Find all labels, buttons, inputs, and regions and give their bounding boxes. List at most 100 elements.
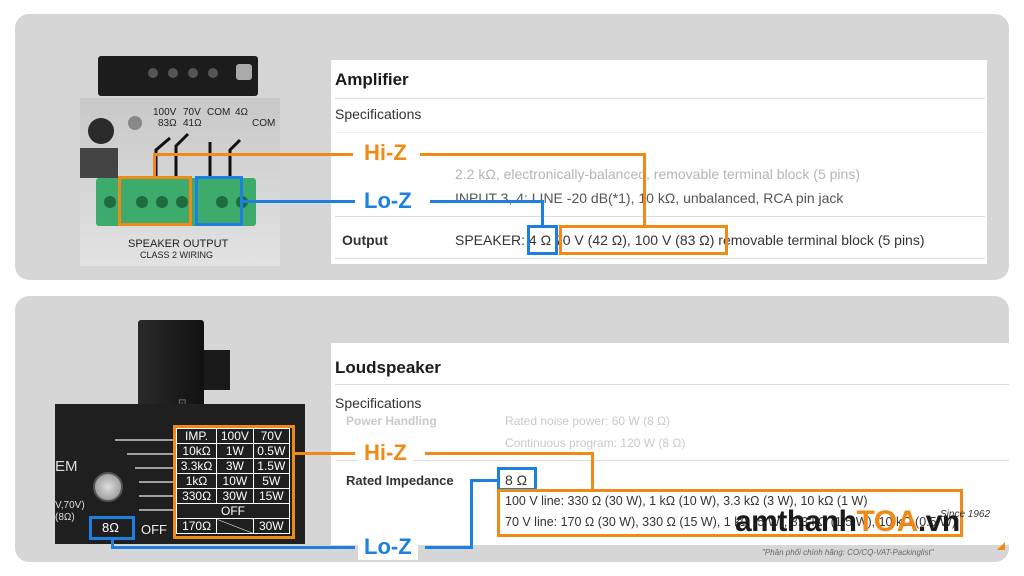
power-handling-label: Power Handling <box>346 414 437 428</box>
spk-loz-line-right-h <box>425 546 473 549</box>
loudspeaker-spec-sheet <box>331 343 1009 545</box>
amp-loz-tag: Lo-Z <box>358 188 418 214</box>
amp-loz-line-left <box>243 200 355 203</box>
amplifier-title-divider <box>335 98 985 99</box>
watermark-logo: amthanhTOA.vn <box>735 505 960 539</box>
watermark-since: Since 1962 <box>940 509 991 520</box>
line-100v-spec: 100 V line: 330 Ω (30 W), 1 kΩ (10 W), 3… <box>505 494 868 508</box>
spk-hiz-line-right-h <box>425 452 594 455</box>
continuous-program-value: Continuous program: 120 W (8 Ω) <box>505 436 686 450</box>
table-row-last: 170Ω 30W <box>175 518 291 534</box>
table-cell: 3.3kΩ <box>175 458 218 474</box>
impedance-dial <box>93 472 123 502</box>
dial-value-label: 8Ω <box>102 520 119 535</box>
amp-hiz-terminal-box <box>118 176 192 226</box>
speaker-hiz-table-box <box>173 425 295 539</box>
spk-loz-line-right-v <box>470 479 473 549</box>
table-header-cell: 70V <box>252 428 291 444</box>
side-text-em: EM <box>55 458 78 475</box>
amplifier-bottom-divider <box>335 258 985 259</box>
spk-loz-tag: Lo-Z <box>358 534 418 560</box>
table-cell: 5W <box>252 473 291 489</box>
table-row: 330Ω 30W 15W <box>175 488 291 504</box>
table-cell: 3W <box>216 458 254 474</box>
amp-loz-line-right-h <box>430 200 544 203</box>
watermark-tagline: "Phân phối chính hãng: CO/CQ-VAT-Packing… <box>762 548 934 557</box>
speaker-output-label: SPEAKER OUTPUT <box>128 238 229 250</box>
output-hi-box <box>559 225 728 255</box>
terminal-label-com2: COM <box>252 118 276 129</box>
amplifier-image: 100V 70V COM 4Ω COM 83Ω 41Ω SPEAKER OUTP… <box>80 50 280 266</box>
loudspeaker-subtitle: Specifications <box>335 395 422 411</box>
amp-hiz-line-right-h <box>420 153 646 156</box>
line-70v-spec: 70 V line: 170 Ω (30 W), 330 Ω (15 W), 1… <box>505 515 957 529</box>
corner-triangle-icon <box>997 542 1005 550</box>
amp-hiz-line-left-v <box>153 153 156 177</box>
rated-impedance-value: 8 Ω <box>505 472 528 488</box>
output-lo: 4 Ω <box>528 232 552 248</box>
table-row: 10kΩ 1W 0.5W <box>175 443 291 459</box>
watermark-brand-right: .vn <box>917 505 960 538</box>
terminal-block <box>96 178 256 226</box>
amp-hiz-line-left-h <box>153 153 353 156</box>
table-header-row: IMP. 100V 70V <box>175 428 291 444</box>
output-spec: SPEAKER: 4 Ω 70 V (42 Ω), 100 V (83 Ω) r… <box>455 232 925 248</box>
table-row: 3.3kΩ 3W 1.5W <box>175 458 291 474</box>
terminal-label-com: COM <box>207 107 231 118</box>
side-text-8ohm: (8Ω) <box>55 512 75 523</box>
amplifier-title: Amplifier <box>335 70 409 89</box>
terminal-label-4ohm: 4Ω <box>235 107 249 118</box>
table-cell-off: OFF <box>176 503 290 519</box>
output-hi: 70 V (42 Ω), 100 V (83 Ω) <box>554 232 715 248</box>
amplifier-rack-unit <box>98 56 258 96</box>
table-cell: 30W <box>252 518 291 534</box>
loudspeaker-image: ⊡ <box>138 320 204 420</box>
output-suffix: removable terminal block (5 pins) <box>714 232 925 248</box>
table-cell-diagonal <box>216 518 254 534</box>
spk-loz-line-left-v <box>111 540 114 549</box>
side-text-v70v: V,70V) <box>55 500 85 511</box>
spk-hiz-tag: Hi-Z <box>358 440 413 466</box>
amplifier-spec-sheet <box>331 60 987 264</box>
terminal-wires <box>154 132 242 180</box>
table-cell: 0.5W <box>252 443 291 459</box>
terminal-label-70v: 70V <box>183 107 201 118</box>
amplifier-spec-divider <box>335 132 985 133</box>
table-row: 1kΩ 10W 5W <box>175 473 291 489</box>
amplifier-faded-line-1: 2.2 kΩ, electronically-balanced, removab… <box>455 166 860 182</box>
watermark-brand-mid: TOA <box>856 505 919 538</box>
spk-hiz-line-right-v <box>591 452 594 490</box>
spk-loz-line-top-h <box>470 479 498 482</box>
line-specs-box <box>497 489 963 537</box>
spk-loz-line-left-h <box>111 546 355 549</box>
amplifier-output-divider <box>335 216 985 217</box>
output-label: Output <box>342 232 388 248</box>
table-row-off: OFF <box>176 503 290 519</box>
amplifier-subtitle: Specifications <box>335 106 422 122</box>
impedance-divider <box>335 460 1009 461</box>
amp-loz-line-right-v <box>541 200 544 226</box>
watermark-brand-left: amthanh <box>735 505 857 538</box>
loudspeaker-bracket <box>204 350 230 390</box>
amp-hiz-tag: Hi-Z <box>358 140 413 166</box>
terminal-label-83ohm: 83Ω <box>158 118 177 129</box>
dial-tick-lines <box>115 439 173 511</box>
spk-hiz-line-left <box>295 452 355 455</box>
speaker-output-sublabel: CLASS 2 WIRING <box>140 250 214 260</box>
rated-impedance-label: Rated Impedance <box>346 473 454 488</box>
amp-loz-terminal-box <box>195 176 243 226</box>
table-header-cell: IMP. <box>175 428 218 444</box>
amplifier-faded-line-2: INPUT 3, 4: LINE -20 dB(*1), 10 kΩ, unba… <box>455 190 844 206</box>
amp-hiz-line-right-v <box>643 153 646 226</box>
terminal-label-100v: 100V <box>153 107 177 118</box>
speaker-loz-dial-box <box>89 516 135 540</box>
output-prefix: SPEAKER: <box>455 232 529 248</box>
dial-off-label: OFF <box>141 522 167 537</box>
loudspeaker-title-divider <box>335 384 1009 385</box>
terminal-label-41ohm: 41Ω <box>183 118 202 129</box>
loudspeaker-title: Loudspeaker <box>335 358 441 377</box>
output-lo-box <box>527 225 558 255</box>
impedance-table: IMP. 100V 70V 10kΩ 1W 0.5W 3.3kΩ 3W 1.5W… <box>175 428 291 534</box>
table-cell: 330Ω <box>175 488 218 504</box>
power-handling-value: Rated noise power: 60 W (8 Ω) <box>505 414 671 428</box>
